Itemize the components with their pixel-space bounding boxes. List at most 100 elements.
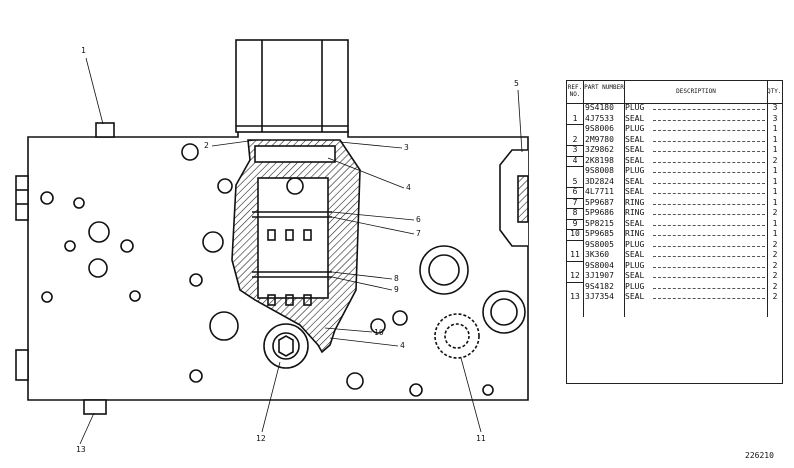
table-row: 11 3K360 SEAL 2 <box>567 250 781 261</box>
plug-12 <box>263 323 309 369</box>
cell-qty: 2 <box>772 260 778 270</box>
cell-pn: 5P8215 <box>585 218 614 228</box>
cell-desc: SEAL <box>625 292 645 301</box>
cell-pn: 3D2824 <box>585 176 614 186</box>
cell-qty: 1 <box>772 197 778 207</box>
right-port-plug <box>517 175 529 223</box>
header-ref: REF. NO. <box>567 84 583 98</box>
cell-desc: PLUG <box>625 260 645 270</box>
cell-desc: SEAL <box>625 187 645 196</box>
cell-qty: 1 <box>772 134 778 144</box>
cell-ref: 2 <box>572 134 578 144</box>
header-qty: QTY. <box>767 88 782 95</box>
cell-desc: SEAL <box>625 155 645 165</box>
cell-pn: 9S8004 <box>585 260 614 270</box>
cell-desc: RING <box>625 208 645 217</box>
cell-pn: 3J7354 <box>585 292 614 301</box>
cell-ref: 8 <box>572 208 578 217</box>
header-description: DESCRIPTION <box>676 88 716 95</box>
cell-desc: PLUG <box>625 124 645 133</box>
cell-pn: 2K8198 <box>585 155 614 165</box>
cell-ref: 12 <box>570 271 580 280</box>
cell-pn: 2M9780 <box>585 134 614 144</box>
cell-desc: RING <box>625 197 645 207</box>
cell-qty: 1 <box>772 176 778 186</box>
callout-4: 4 <box>406 183 411 192</box>
cell-desc: SEAL <box>625 250 645 259</box>
cell-ref: 13 <box>570 292 580 301</box>
table-row: 12 3J1907 SEAL 2 <box>567 271 781 282</box>
callout-12: 12 <box>256 434 266 443</box>
cell-pn: 3J1907 <box>585 271 614 280</box>
callout-10: 10 <box>374 328 384 337</box>
cell-pn: 9S4180 <box>585 103 614 112</box>
table-row: 9S8008 PLUG 1 <box>567 166 781 177</box>
table-row: 9S4180 PLUG 3 <box>567 103 781 114</box>
cell-pn: 5P9685 <box>585 229 614 238</box>
cell-desc: SEAL <box>625 145 645 154</box>
callout-7: 7 <box>416 229 421 238</box>
cell-qty: 3 <box>772 113 778 123</box>
cell-qty: 3 <box>772 103 778 112</box>
table-row: 7 5P9687 RING 1 <box>567 198 781 209</box>
hex-plug <box>235 39 349 133</box>
cell-qty: 1 <box>772 124 778 133</box>
cell-qty: 1 <box>772 218 778 228</box>
cell-ref: 3 <box>572 145 578 154</box>
callout-13: 13 <box>76 445 86 454</box>
callout-11: 11 <box>476 434 486 443</box>
table-row: 9S8006 PLUG 1 <box>567 124 781 135</box>
cell-pn: 9S8008 <box>585 166 614 175</box>
parts-list-table: REF. NO. PART NUMBER DESCRIPTION QTY. 9S… <box>566 80 783 384</box>
plug-11 <box>434 313 480 359</box>
cell-qty: 2 <box>772 292 778 301</box>
cell-desc: SEAL <box>625 271 645 280</box>
cell-qty: 1 <box>772 229 778 238</box>
cell-pn: 3K360 <box>585 250 610 259</box>
cell-pn: 5P9687 <box>585 197 614 207</box>
cell-desc: PLUG <box>625 166 645 175</box>
cell-desc: SEAL <box>625 218 645 228</box>
cell-qty: 2 <box>772 155 778 165</box>
cell-pn: 9S8005 <box>585 239 614 249</box>
cell-pn: 4L7711 <box>585 187 614 196</box>
cell-qty: 2 <box>772 250 778 259</box>
cell-ref: 1 <box>572 113 578 123</box>
callout-8: 8 <box>394 274 399 283</box>
cell-desc: SEAL <box>625 176 645 186</box>
cell-desc: PLUG <box>625 103 645 112</box>
cell-ref: 6 <box>572 187 578 196</box>
table-row: 6 4L7711 SEAL 1 <box>567 187 781 198</box>
cell-pn: 4J7533 <box>585 113 614 123</box>
cell-ref: 7 <box>572 197 578 207</box>
table-row: 9 5P8215 SEAL 1 <box>567 219 781 230</box>
cell-desc: RING <box>625 229 645 238</box>
cell-qty: 2 <box>772 271 778 280</box>
cell-qty: 1 <box>772 187 778 196</box>
figure-number: 226210 <box>745 451 774 460</box>
cell-pn: 3Z9862 <box>585 145 614 154</box>
cell-ref: 5 <box>572 176 578 186</box>
parts-table-header: REF. NO. PART NUMBER DESCRIPTION QTY. <box>567 81 782 104</box>
cell-desc: SEAL <box>625 134 645 144</box>
callout-1: 1 <box>81 46 86 55</box>
callout-9: 9 <box>394 285 399 294</box>
cell-qty: 1 <box>772 166 778 175</box>
callout-4b: 4 <box>400 341 405 350</box>
cell-ref: 11 <box>570 250 580 259</box>
table-row: 9S8004 PLUG 2 <box>567 261 781 272</box>
cell-pn: 9S4182 <box>585 281 614 291</box>
cell-desc: PLUG <box>625 281 645 291</box>
cell-qty: 2 <box>772 208 778 217</box>
cell-ref: 9 <box>572 218 578 228</box>
table-row: 2 2M9780 SEAL 1 <box>567 135 781 146</box>
cell-pn: 9S8006 <box>585 124 614 133</box>
